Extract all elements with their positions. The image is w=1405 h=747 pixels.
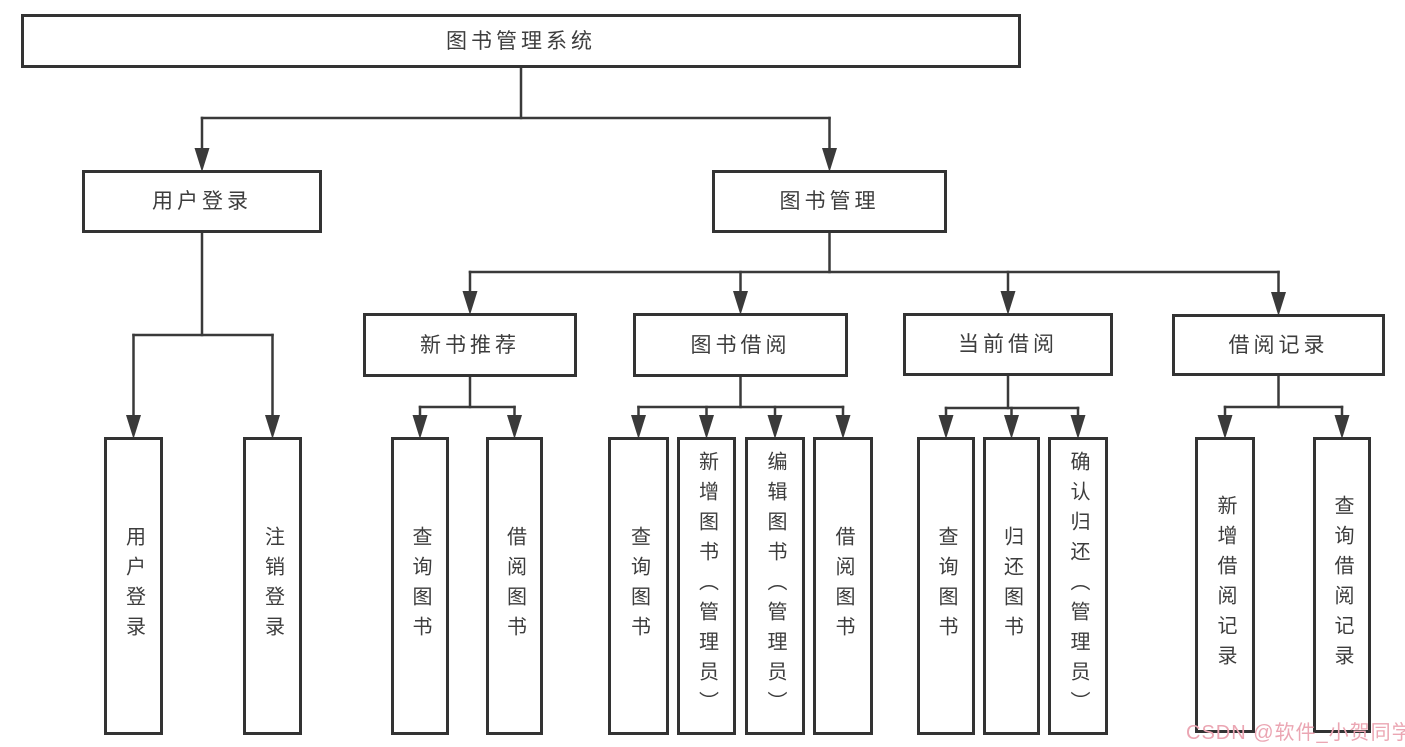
node-leaf-bw-query: 查询图书 (608, 437, 669, 735)
node-leaf-user-login: 用户登录 (104, 437, 163, 735)
arrowhead-icon (126, 415, 141, 439)
node-leaf-bw-add: 新增图书（管理员） (677, 437, 736, 735)
node-label: 借阅图书 (832, 526, 854, 646)
node-leaf-rc-query: 查询借阅记录 (1313, 437, 1371, 733)
node-leaf-logout: 注销登录 (243, 437, 302, 735)
node-label: 图书借阅 (690, 333, 791, 357)
arrowhead-icon (1070, 415, 1086, 439)
node-label: 归还图书 (1000, 526, 1023, 646)
arrowhead-icon (1000, 291, 1016, 315)
node-label: 查询借阅记录 (1331, 495, 1353, 675)
node-leaf-rc-add: 新增借阅记录 (1195, 437, 1255, 733)
node-label: 新增图书（管理员） (695, 451, 718, 721)
node-label: 查询图书 (935, 526, 957, 646)
arrowhead-icon (507, 415, 522, 439)
edge-new-books (412, 374, 522, 439)
edge-root (194, 65, 837, 172)
arrowhead-icon (1271, 292, 1286, 316)
edge-book-borrow (631, 374, 851, 439)
node-label: 借阅图书 (503, 526, 526, 646)
node-label: 新书推荐 (420, 333, 520, 357)
node-label: 确认归还（管理员） (1067, 451, 1089, 721)
edge-current-borrow (938, 373, 1086, 439)
node-label: 查询图书 (627, 526, 650, 646)
arrowhead-icon (822, 148, 837, 172)
arrowhead-icon (699, 415, 714, 439)
node-label: 用户登录 (122, 526, 145, 646)
node-leaf-nb-query: 查询图书 (391, 437, 449, 735)
node-label: 图书管理 (779, 190, 880, 213)
node-label: 查询图书 (409, 526, 431, 646)
node-label: 新增借阅记录 (1214, 495, 1236, 675)
arrowhead-icon (1004, 415, 1019, 439)
arrowhead-icon (265, 415, 280, 439)
arrowhead-icon (767, 415, 783, 439)
arrowhead-icon (835, 415, 851, 439)
node-user-login: 用户登录 (82, 170, 322, 233)
edge-user-login (126, 230, 280, 439)
node-label: 编辑图书（管理员） (764, 451, 786, 721)
arrowhead-icon (733, 291, 748, 315)
node-leaf-cu-confirm: 确认归还（管理员） (1048, 437, 1108, 735)
arrowhead-icon (938, 415, 954, 439)
node-leaf-cu-query: 查询图书 (917, 437, 975, 735)
node-borrow-records: 借阅记录 (1172, 314, 1385, 376)
node-leaf-bw-borrow: 借阅图书 (813, 437, 873, 735)
arrowhead-icon (1217, 415, 1233, 439)
node-current-borrow: 当前借阅 (903, 313, 1113, 376)
node-label: 注销登录 (261, 526, 284, 646)
node-book-mgmt: 图书管理 (712, 170, 947, 233)
arrowhead-icon (631, 415, 646, 439)
node-leaf-nb-borrow: 借阅图书 (486, 437, 543, 735)
watermark: CSDN @软件_小贺同学 (1186, 722, 1405, 744)
arrowhead-icon (412, 415, 428, 439)
arrowhead-icon (194, 148, 210, 172)
node-leaf-cu-return: 归还图书 (983, 437, 1040, 735)
node-label: 借阅记录 (1228, 333, 1329, 357)
node-label: 用户登录 (152, 190, 252, 213)
arrowhead-icon (462, 291, 478, 315)
node-new-books: 新书推荐 (363, 313, 577, 377)
node-book-borrow: 图书借阅 (633, 313, 848, 377)
node-label: 图书管理系统 (446, 29, 596, 53)
node-label: 当前借阅 (958, 333, 1058, 356)
node-leaf-bw-edit: 编辑图书（管理员） (745, 437, 805, 735)
edge-borrow-records (1217, 373, 1350, 439)
edge-book-mgmt (462, 230, 1286, 316)
node-root: 图书管理系统 (21, 14, 1021, 68)
arrowhead-icon (1334, 415, 1350, 439)
